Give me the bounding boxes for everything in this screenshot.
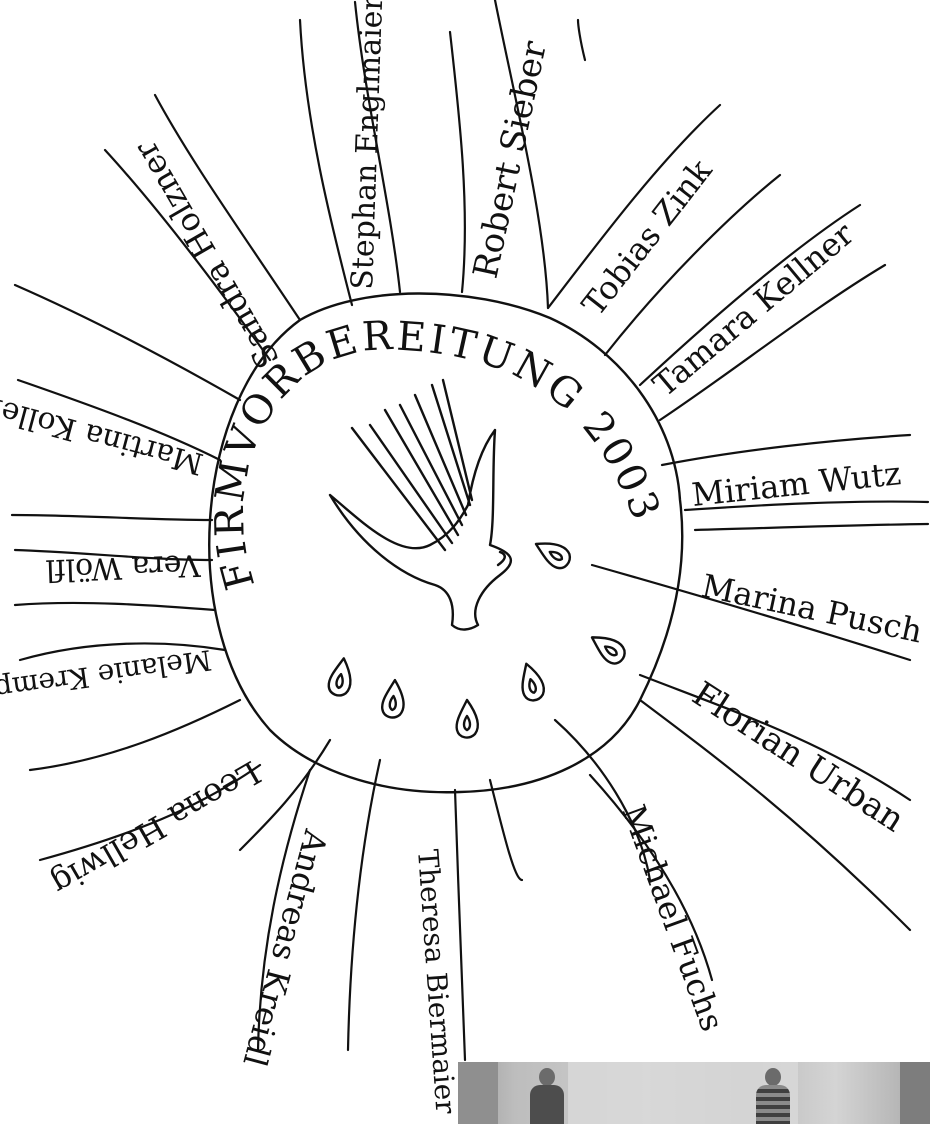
dove-icon bbox=[330, 380, 511, 630]
flame-icon bbox=[531, 535, 574, 572]
name-label: Theresa Biermaier bbox=[411, 848, 462, 1115]
name-label: Martina Koller bbox=[0, 390, 207, 482]
name-label: Florian Urban bbox=[685, 674, 911, 840]
flame-icon bbox=[381, 679, 405, 718]
flame-icon bbox=[516, 661, 546, 703]
name-label: Stephan Englmaier bbox=[345, 0, 390, 290]
name-label: Sandra Holzner bbox=[126, 134, 287, 375]
name-label: Melanie Krempl bbox=[0, 643, 214, 707]
flames bbox=[327, 535, 629, 738]
name-label: Marina Pusch bbox=[698, 567, 925, 651]
name-label: Vera Wölfl bbox=[45, 547, 202, 587]
name-label: Leona Hellwig bbox=[45, 753, 267, 903]
name-label: Tobias Zink bbox=[574, 152, 719, 323]
name-label: Michael Fuchs bbox=[614, 800, 731, 1036]
name-label: Tamara Kellner bbox=[646, 214, 862, 404]
flame-icon bbox=[586, 629, 629, 668]
name-label: Miriam Wutz bbox=[690, 454, 903, 514]
name-label: Andreas Kreidl bbox=[235, 825, 335, 1071]
person-left bbox=[530, 1068, 564, 1124]
two-girls-photo bbox=[458, 1062, 930, 1124]
flame-icon bbox=[327, 657, 354, 698]
person-right bbox=[756, 1068, 790, 1124]
flame-icon bbox=[457, 700, 478, 737]
